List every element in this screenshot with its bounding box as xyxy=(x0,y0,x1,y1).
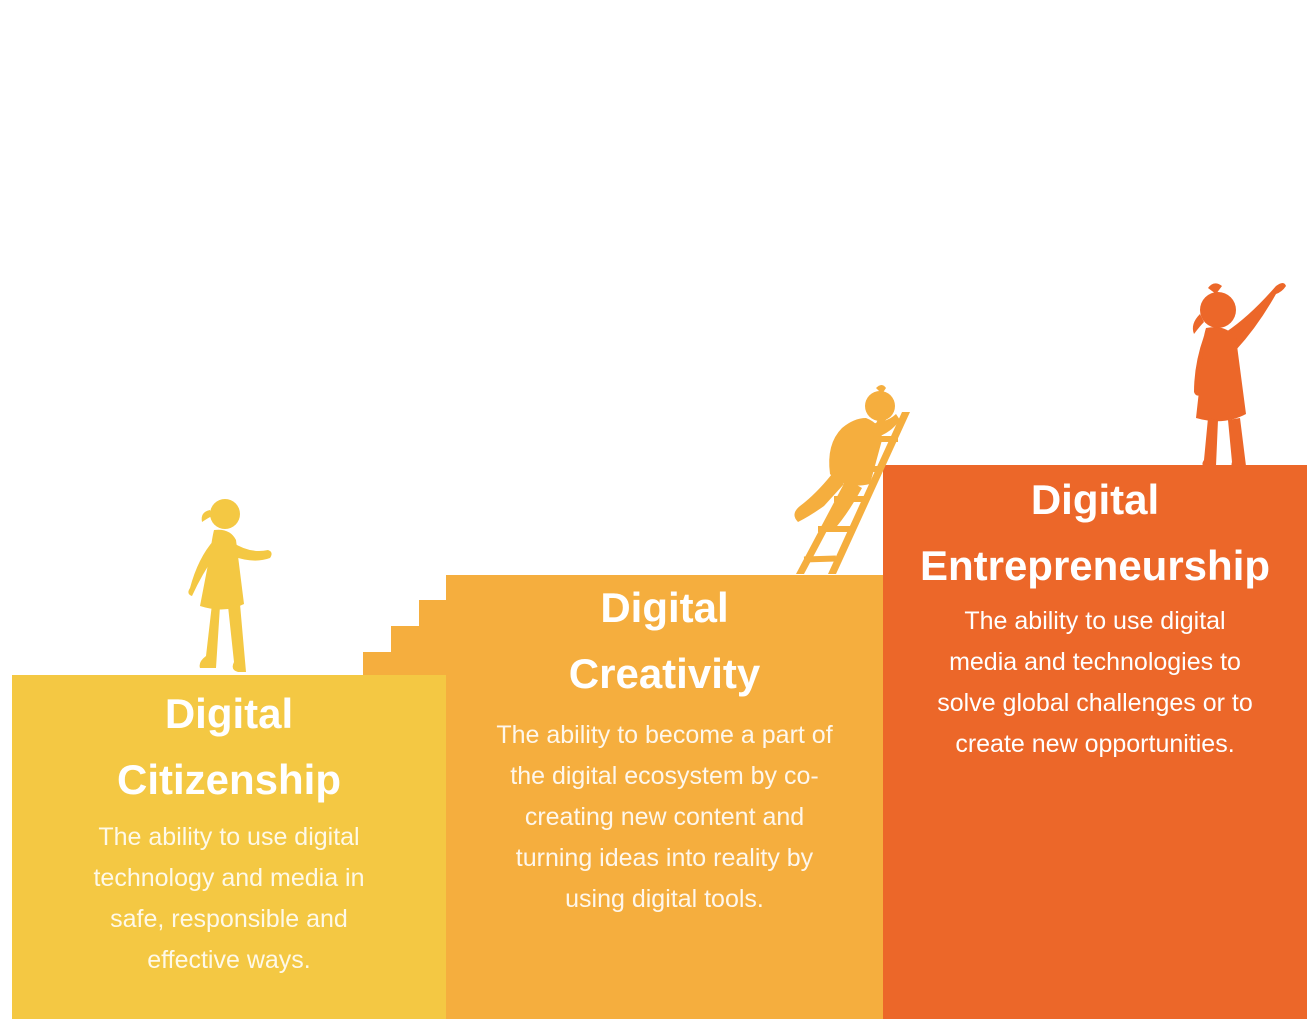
step-title-line1: Digital xyxy=(164,690,294,737)
step-description: The ability to use digital technology an… xyxy=(93,823,365,974)
step-digital-creativity: Digital Creativity The ability to become… xyxy=(446,575,883,1019)
step-description: The ability to use digital media and tec… xyxy=(937,607,1253,758)
step-digital-citizenship: Digital Citizenship The ability to use d… xyxy=(12,675,446,1019)
step-title-line2: Entrepreneurship xyxy=(919,542,1271,589)
stair-block-3 xyxy=(419,600,446,626)
stair-block-1 xyxy=(363,652,446,675)
step-title-line2: Citizenship xyxy=(116,756,341,803)
step-description: The ability to become a part of the digi… xyxy=(496,721,833,913)
step-title-line1: Digital xyxy=(600,584,729,631)
child-pointing-up-icon xyxy=(1192,283,1286,468)
stair-block-2 xyxy=(391,626,446,652)
child-climbing-ladder-icon xyxy=(794,385,910,574)
step-digital-entrepreneurship: Digital Entrepreneurship The ability to … xyxy=(883,465,1307,1019)
step-title-line1: Digital xyxy=(1030,476,1160,523)
child-walking-icon xyxy=(188,499,272,672)
step-title-line2: Creativity xyxy=(568,650,761,697)
